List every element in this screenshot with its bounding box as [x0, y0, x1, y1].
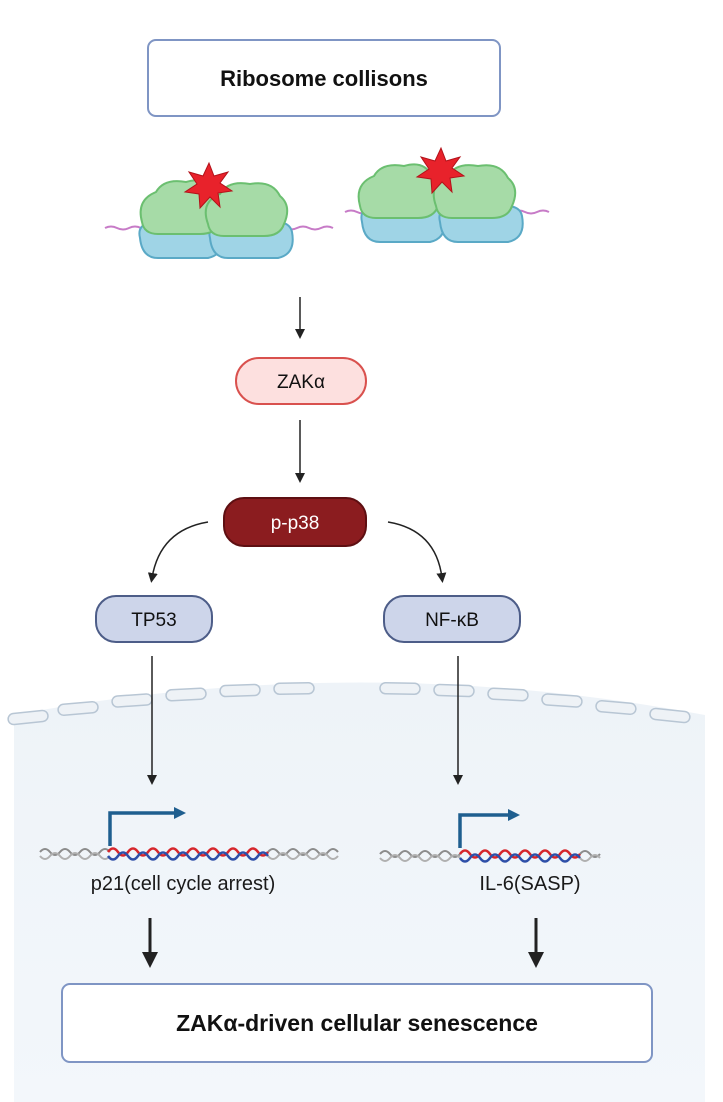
pp38-node: p-p38: [223, 497, 367, 547]
title-text: Ribosome collisons: [220, 66, 428, 91]
collision-star-icon: [183, 161, 234, 210]
tp53-node: TP53: [95, 595, 213, 643]
outcome-box: ZAKα-driven cellular senescence: [61, 983, 653, 1063]
zak-label: ZAKα: [277, 372, 325, 393]
tp53-label: TP53: [131, 610, 176, 631]
pp38-label: p-p38: [271, 513, 320, 534]
title-box: Ribosome collisons: [147, 39, 501, 117]
ribosome-collision-right-icon: [344, 146, 550, 243]
promoter-arrow-icon: [458, 809, 520, 848]
nfkb-node: NF-κB: [383, 595, 521, 643]
collision-star-icon: [415, 146, 466, 195]
nuclear-envelope: [7, 681, 691, 726]
p21-gene-icon: [39, 807, 339, 861]
il6-label: IL-6(SASP): [479, 873, 580, 895]
promoter-arrow-icon: [108, 807, 186, 846]
p21-label: p21(cell cycle arrest): [91, 873, 276, 895]
zak-node: ZAKα: [235, 357, 367, 405]
nfkb-label: NF-κB: [425, 610, 479, 631]
ribosome-collision-left-icon: [104, 161, 334, 259]
arrow-pp38-to-tp53: [147, 521, 209, 583]
arrow-pp38-to-nfkb: [387, 521, 447, 583]
il6-gene-icon: [379, 809, 601, 863]
outcome-text: ZAKα-driven cellular senescence: [176, 1010, 538, 1036]
